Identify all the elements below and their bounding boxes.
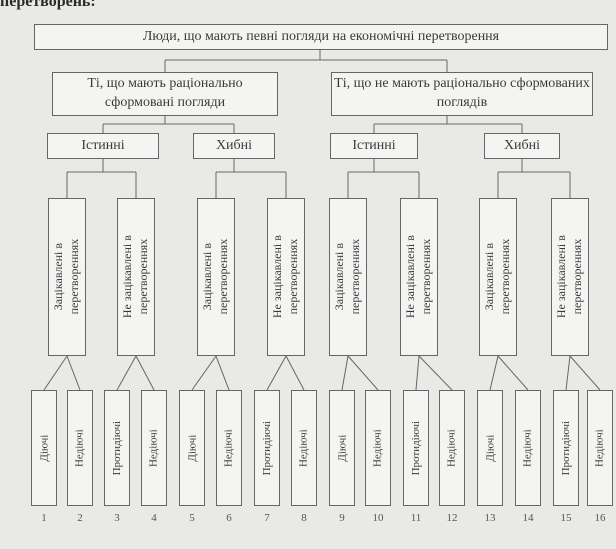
views-true-2: Істинні [330, 133, 418, 159]
leaf-label: Недіючі [297, 429, 310, 467]
leaf-label: Недіючі [593, 429, 606, 467]
leaf-box-15: Протидіючі [553, 390, 579, 506]
interested-label: Зацікавлені в перетвореннях [51, 239, 81, 315]
leaf-number: 5 [189, 512, 195, 524]
leaf-box-11: Протидіючі [403, 390, 429, 506]
not-interested-label: Не зацікавлені в перетвореннях [403, 235, 434, 319]
leaf-label: Діючі [335, 434, 348, 462]
leaf-box-13: Діючі [477, 390, 503, 506]
leaf-label: Протидіючі [409, 420, 422, 476]
leaf-box-16: Недіючі [587, 390, 613, 506]
leaf-label: Недіючі [371, 429, 384, 467]
interested-label: Зацікавлені в перетвореннях [200, 239, 230, 315]
leaf-number: 7 [264, 512, 270, 524]
leaf-label: Протидіючі [260, 420, 273, 476]
not-interested-label: Не зацікавлені в перетвореннях [270, 235, 301, 319]
not-interested-box-3: Не зацікавлені в перетвореннях [400, 198, 438, 356]
leaf-label: Недіючі [445, 429, 458, 467]
views-false-1: Хибні [193, 133, 275, 159]
interested-box-2: Зацікавлені в перетвореннях [197, 198, 235, 356]
leaf-label: Недіючі [222, 429, 235, 467]
leaf-number: 9 [339, 512, 345, 524]
leaf-box-3: Протидіючі [104, 390, 130, 506]
page-heading: перетворень: [0, 0, 96, 10]
leaf-number: 11 [410, 512, 422, 524]
leaf-number: 10 [372, 512, 384, 524]
interested-label: Зацікавлені в перетвореннях [332, 239, 362, 315]
leaf-label: Діючі [37, 434, 50, 462]
views-false-2: Хибні [484, 133, 560, 159]
leaf-label: Недіючі [147, 429, 160, 467]
leaf-label: Протидіючі [110, 420, 123, 476]
interested-box-3: Зацікавлені в перетвореннях [329, 198, 367, 356]
not-interested-box-1: Не зацікавлені в перетвореннях [117, 198, 155, 356]
leaf-box-6: Недіючі [216, 390, 242, 506]
not-interested-label: Не зацікавлені в перетвореннях [120, 235, 151, 319]
interested-box-1: Зацікавлені в перетвореннях [48, 198, 86, 356]
leaf-number: 12 [446, 512, 458, 524]
leaf-box-14: Недіючі [515, 390, 541, 506]
leaf-label: Діючі [483, 434, 496, 462]
leaf-label: Недіючі [73, 429, 86, 467]
leaf-number: 8 [301, 512, 307, 524]
leaf-box-5: Діючі [179, 390, 205, 506]
interested-label: Зацікавлені в перетвореннях [482, 239, 512, 315]
leaf-number: 4 [151, 512, 157, 524]
leaf-number: 3 [114, 512, 120, 524]
group-rational-views: Ті, що мають раціонально сформовані погл… [52, 72, 278, 116]
leaf-label: Недіючі [521, 429, 534, 467]
views-true-1: Істинні [47, 133, 159, 159]
not-interested-box-4: Не зацікавлені в перетвореннях [551, 198, 589, 356]
leaf-box-4: Недіючі [141, 390, 167, 506]
not-interested-box-2: Не зацікавлені в перетвореннях [267, 198, 305, 356]
not-interested-label: Не зацікавлені в перетвореннях [554, 235, 585, 319]
leaf-number: 15 [560, 512, 572, 524]
leaf-number: 2 [77, 512, 83, 524]
leaf-box-1: Діючі [31, 390, 57, 506]
leaf-label: Протидіючі [559, 420, 572, 476]
interested-box-4: Зацікавлені в перетвореннях [479, 198, 517, 356]
leaf-box-2: Недіючі [67, 390, 93, 506]
leaf-number: 16 [594, 512, 606, 524]
leaf-box-10: Недіючі [365, 390, 391, 506]
leaf-number: 14 [522, 512, 534, 524]
leaf-box-9: Діючі [329, 390, 355, 506]
leaf-box-8: Недіючі [291, 390, 317, 506]
leaf-number: 13 [484, 512, 496, 524]
root-box: Люди, що мають певні погляди на економіч… [34, 24, 608, 50]
leaf-number: 6 [226, 512, 232, 524]
leaf-box-7: Протидіючі [254, 390, 280, 506]
leaf-box-12: Недіючі [439, 390, 465, 506]
leaf-label: Діючі [185, 434, 198, 462]
group-non-rational-views: Ті, що не мають раціонально сформованих … [331, 72, 593, 116]
leaf-number: 1 [41, 512, 47, 524]
